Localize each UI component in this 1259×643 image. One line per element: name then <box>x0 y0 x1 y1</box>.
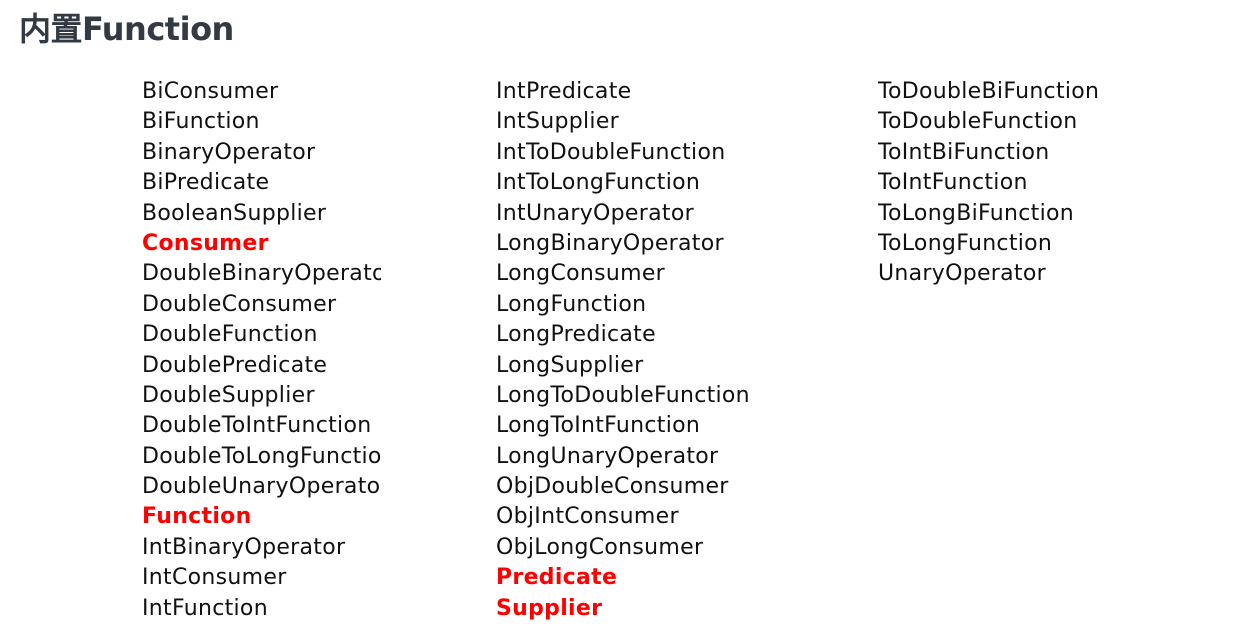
function-list-item: LongUnaryOperator <box>496 443 719 469</box>
function-list-item: ToLongBiFunction <box>878 200 1074 226</box>
function-list-item: UnaryOperator <box>878 261 1046 287</box>
function-list-item: BiConsumer <box>142 79 279 104</box>
function-list-item: ToIntFunction <box>878 170 1028 196</box>
function-list-item: Function <box>142 504 252 530</box>
function-list-item: IntUnaryOperator <box>496 200 694 226</box>
function-list-item: Consumer <box>142 230 269 256</box>
function-list-item: ObjLongConsumer <box>496 534 704 560</box>
function-list-item: LongFunction <box>496 291 647 317</box>
function-list-item: LongSupplier <box>496 352 644 378</box>
function-list-item: DoubleToLongFunction <box>142 443 381 469</box>
function-list-item: LongConsumer <box>496 261 666 287</box>
function-list-item: BiPredicate <box>142 170 270 196</box>
function-list-item: ObjDoubleConsumer <box>496 474 729 500</box>
function-list-item: Supplier <box>496 595 603 621</box>
function-list-item: LongBinaryOperator <box>496 230 724 256</box>
function-list-item: LongToIntFunction <box>496 413 701 439</box>
function-list-item: IntToLongFunction <box>496 170 701 196</box>
function-list-item: IntToDoubleFunction <box>496 139 726 165</box>
function-list-item: IntBinaryOperator <box>142 534 346 560</box>
function-list-item: ToDoubleBiFunction <box>878 79 1100 104</box>
function-list-item: DoubleToIntFunction <box>142 413 372 439</box>
function-list-item: IntPredicate <box>496 79 632 104</box>
function-list-item: ToDoubleFunction <box>878 109 1078 135</box>
function-list-item: DoubleUnaryOperator <box>142 474 381 500</box>
function-list-item: ToLongFunction <box>878 230 1053 256</box>
function-list-item: BiFunction <box>142 109 260 135</box>
function-list-item: DoubleSupplier <box>142 382 315 408</box>
function-list-item: ObjIntConsumer <box>496 504 679 530</box>
function-list-item: ToIntBiFunction <box>878 139 1050 165</box>
function-list-item: IntSupplier <box>496 109 620 135</box>
function-list-item: DoubleBinaryOperator <box>142 261 381 287</box>
function-list-item: IntConsumer <box>142 565 287 591</box>
page-title: 内置Function <box>19 10 234 48</box>
function-list-item: BooleanSupplier <box>142 200 327 226</box>
function-list-item: IntFunction <box>142 595 268 621</box>
function-list-item: LongToDoubleFunction <box>496 382 750 408</box>
function-list-item: BinaryOperator <box>142 139 316 165</box>
function-list-item: DoubleFunction <box>142 322 318 348</box>
function-list-item: DoublePredicate <box>142 352 328 378</box>
function-list-item: Predicate <box>496 565 618 591</box>
function-list-item: LongPredicate <box>496 322 656 348</box>
function-list-item: DoubleConsumer <box>142 291 337 317</box>
